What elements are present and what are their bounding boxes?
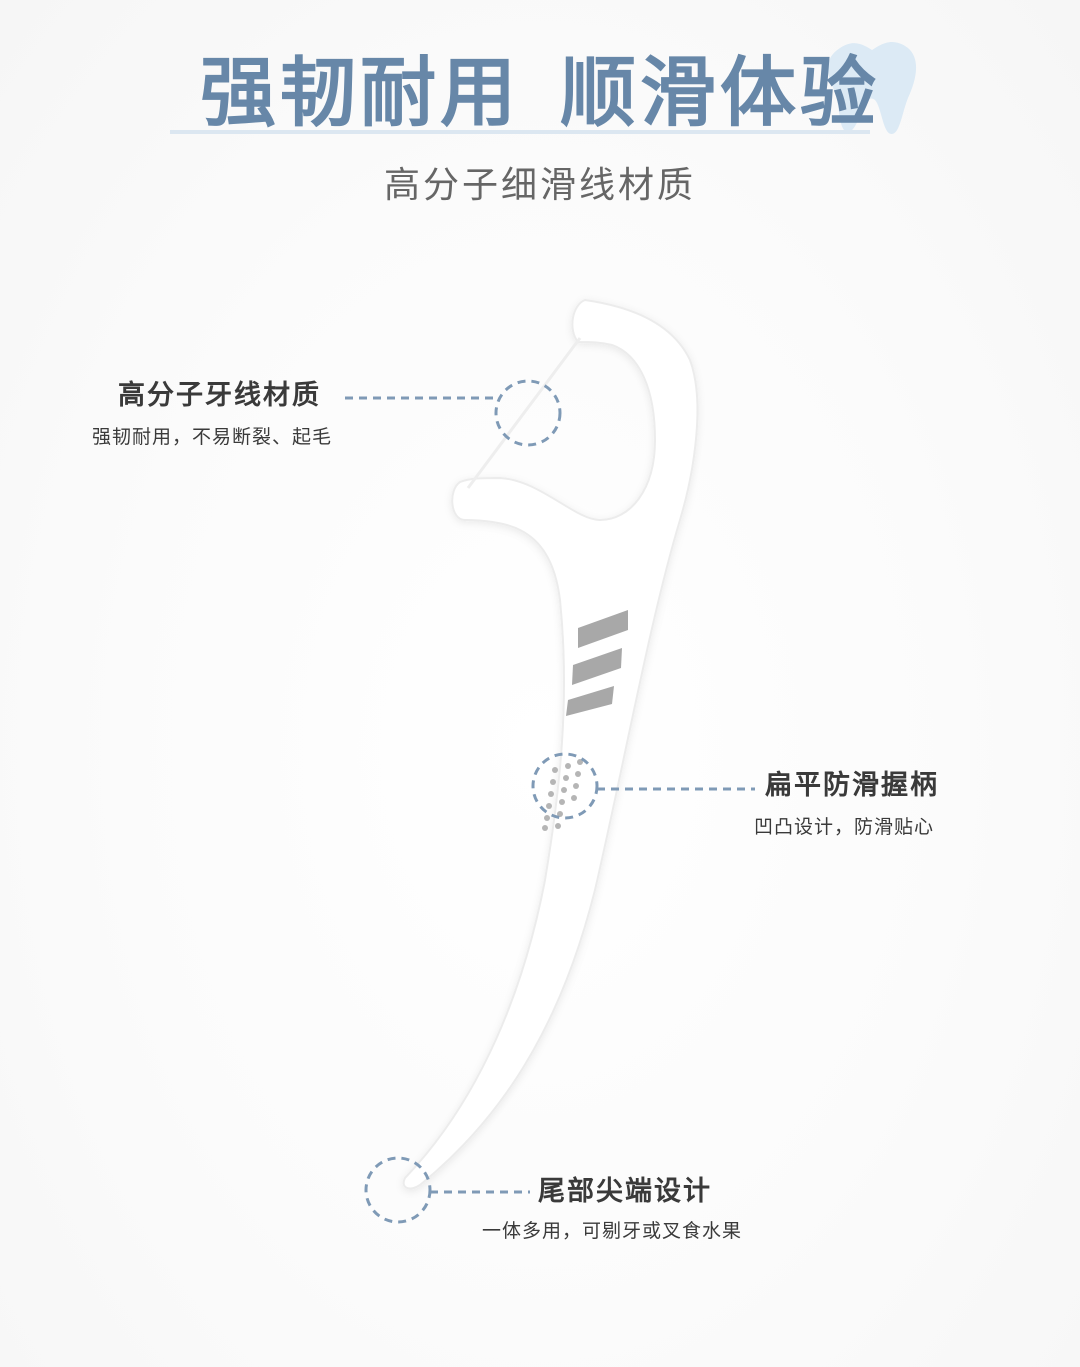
callout-floss bbox=[345, 379, 562, 447]
floss-pick-body bbox=[402, 298, 699, 1190]
feature-grip-description: 凹凸设计，防滑贴心 bbox=[754, 816, 935, 838]
feature-grip-title: 扁平防滑握柄 bbox=[765, 770, 939, 801]
grip-dots bbox=[542, 759, 583, 831]
floss-thread bbox=[466, 337, 582, 489]
page-headline: 强韧耐用顺滑体验 bbox=[0, 55, 1080, 131]
tooth-icon bbox=[827, 42, 917, 135]
callout-grip bbox=[531, 752, 755, 820]
callout-tip bbox=[364, 1156, 530, 1224]
feature-tip-title: 尾部尖端设计 bbox=[538, 1176, 712, 1207]
page-subtitle: 高分子细滑线材质 bbox=[383, 165, 696, 206]
headline-left: 强韧耐用 bbox=[200, 48, 520, 137]
feature-floss-title: 高分子牙线材质 bbox=[118, 380, 321, 411]
feature-floss-description: 强韧耐用，不易断裂、起毛 bbox=[92, 426, 333, 448]
headline-underline bbox=[170, 130, 870, 134]
headline-right: 顺滑体验 bbox=[560, 48, 880, 137]
feature-tip-description: 一体多用，可剔牙或叉食水果 bbox=[482, 1220, 743, 1242]
grip-stripes bbox=[566, 610, 628, 716]
